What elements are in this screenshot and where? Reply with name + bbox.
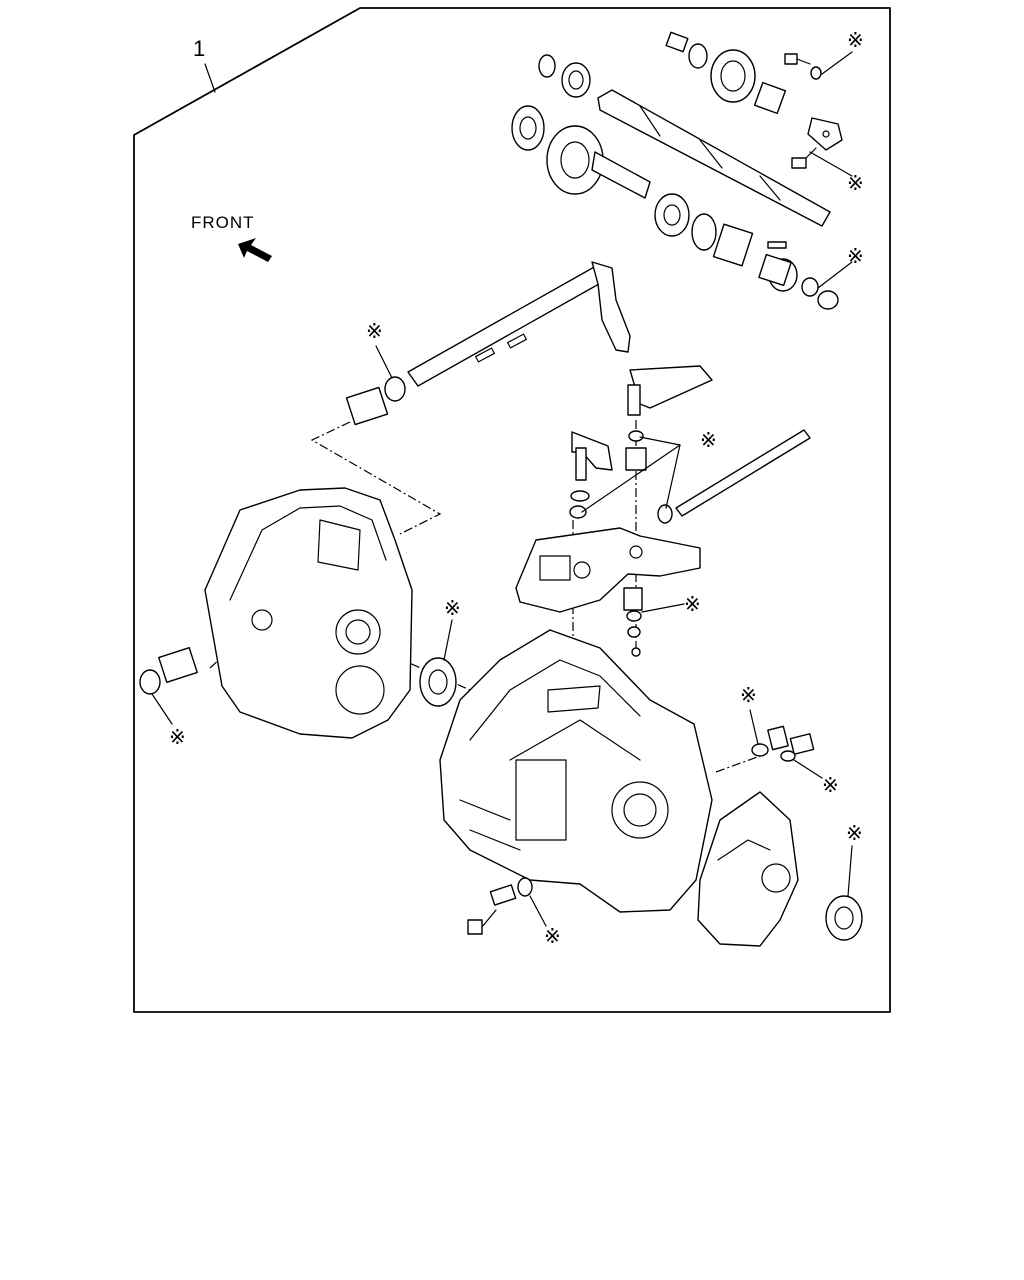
asterisk-marker: ※ [822, 773, 839, 797]
asterisk-marker: ※ [847, 28, 864, 52]
extension-housing [697, 791, 863, 947]
drain-filler-plugs [751, 725, 815, 762]
asterisk-marker: ※ [169, 725, 186, 749]
asterisk-marker: ※ [684, 592, 701, 616]
transmission-case [439, 629, 713, 935]
clutch-housing [139, 487, 457, 739]
gear-shaft-assembly [511, 31, 843, 310]
front-arrow-icon [238, 238, 272, 262]
asterisk-marker: ※ [847, 171, 864, 195]
asterisk-marker: ※ [366, 319, 383, 343]
selector-lever-parts [569, 365, 811, 524]
asterisk-marker: ※ [444, 596, 461, 620]
asterisk-marker: ※ [846, 821, 863, 845]
asterisk-marker: ※ [740, 683, 757, 707]
callout-leader-1 [204, 63, 216, 93]
asterisk-marker: ※ [544, 924, 561, 948]
asterisk-marker: ※ [700, 428, 717, 452]
diagram-frame [133, 7, 891, 1013]
callout-number-1: 1 [193, 36, 205, 61]
front-label: FRONT [191, 213, 255, 232]
shift-cover-housing [515, 527, 701, 657]
shift-shaft [345, 261, 631, 426]
